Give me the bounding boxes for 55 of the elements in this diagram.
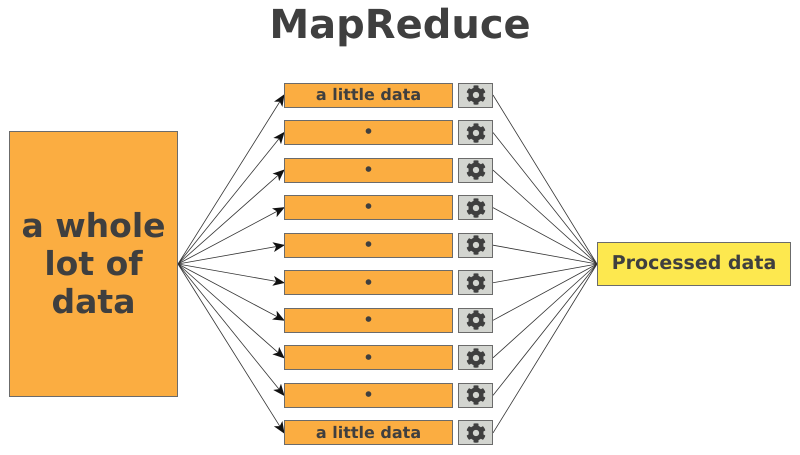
worker-box bbox=[458, 382, 493, 408]
data-chunk-box bbox=[284, 420, 453, 446]
data-chunk-box bbox=[284, 345, 453, 370]
data-box bbox=[9, 131, 178, 397]
node-label: • bbox=[363, 160, 374, 180]
connector-line bbox=[492, 264, 598, 321]
arrow bbox=[178, 264, 285, 286]
connector-line bbox=[492, 264, 598, 358]
data-chunk-box bbox=[284, 120, 453, 146]
data-chunk-box bbox=[284, 195, 453, 220]
arrow bbox=[178, 264, 285, 321]
connector-line bbox=[492, 264, 598, 284]
connector-line bbox=[492, 94, 598, 264]
worker-box bbox=[458, 270, 493, 296]
worker-box bbox=[458, 195, 493, 220]
node-label: a little data bbox=[316, 86, 422, 104]
node-label: • bbox=[363, 348, 374, 368]
data-chunk-box bbox=[284, 308, 453, 333]
result-box bbox=[597, 242, 791, 286]
arrow bbox=[178, 242, 285, 264]
arrow bbox=[178, 264, 285, 434]
connector-line bbox=[492, 244, 598, 264]
worker-box bbox=[458, 120, 493, 146]
worker-box bbox=[458, 158, 493, 183]
node-label: • bbox=[363, 198, 374, 217]
connector-line bbox=[492, 264, 598, 396]
node-label: • bbox=[363, 274, 374, 292]
arrow bbox=[178, 264, 285, 396]
node-label: Processed data bbox=[612, 253, 776, 275]
data-chunk-box bbox=[284, 382, 453, 408]
arrow bbox=[178, 207, 285, 264]
diagram-title: MapReduce bbox=[268, 2, 532, 48]
arrow bbox=[178, 132, 285, 264]
data-chunk-box bbox=[284, 82, 453, 108]
data-chunk-box bbox=[284, 270, 453, 296]
worker-box bbox=[458, 308, 493, 333]
data-chunk-box bbox=[284, 158, 453, 183]
arrow bbox=[178, 264, 285, 359]
node-label: • bbox=[363, 311, 374, 330]
node-label: a little data bbox=[316, 424, 422, 442]
worker-box bbox=[458, 82, 493, 108]
connector-line bbox=[492, 207, 598, 264]
connector-line bbox=[492, 132, 598, 264]
worker-box bbox=[458, 232, 493, 258]
arrow bbox=[178, 94, 285, 264]
node-label: • bbox=[363, 123, 374, 142]
connector-line bbox=[492, 264, 598, 434]
node-label: a whole lot of data bbox=[20, 207, 167, 321]
worker-box bbox=[458, 345, 493, 370]
node-label: • bbox=[363, 236, 374, 254]
arrow bbox=[178, 169, 285, 264]
node-label: • bbox=[363, 386, 374, 405]
connector-line bbox=[492, 170, 598, 264]
worker-box bbox=[458, 420, 493, 446]
data-chunk-box bbox=[284, 232, 453, 258]
